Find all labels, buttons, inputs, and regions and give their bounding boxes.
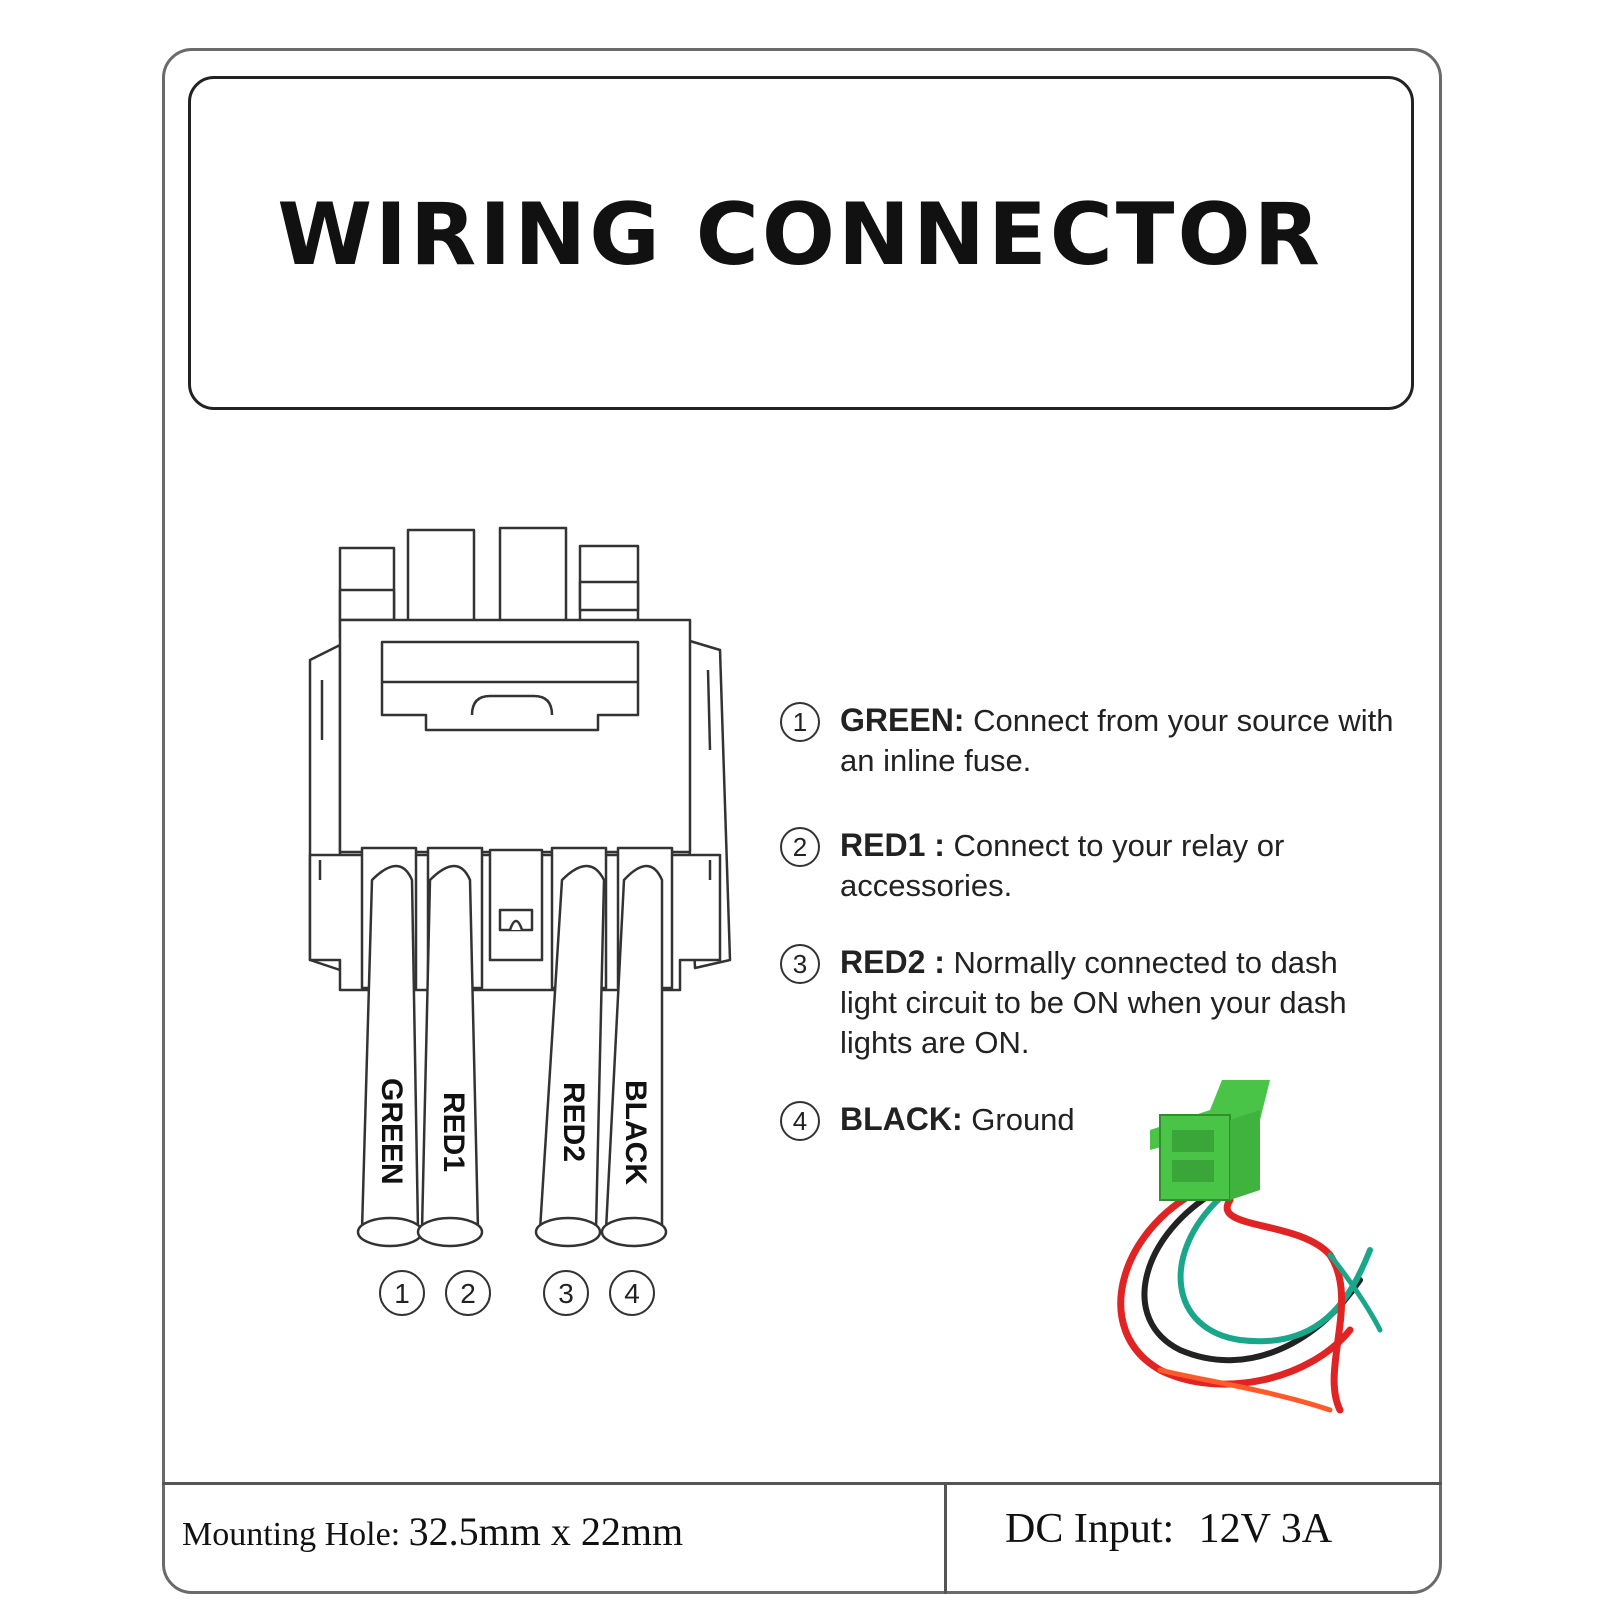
legend-name: RED1 :	[840, 827, 945, 863]
wire-label-red2: RED2	[557, 1082, 590, 1162]
wire-label-black: BLACK	[619, 1080, 652, 1185]
pin-number-1: 1	[394, 1278, 410, 1309]
wire-label-red1: RED1	[437, 1092, 470, 1172]
wire-harness-image	[1100, 1070, 1420, 1425]
legend-item-green: 1 GREEN: Connect from your source with a…	[780, 700, 1400, 781]
legend-name: RED2 :	[840, 944, 945, 980]
legend-text: Normally connected to dash light circuit…	[840, 945, 1347, 1060]
connector-diagram: GREEN RED1 RED2 BLACK 1 2 3 4	[300, 520, 760, 1375]
wire-legend: 1 GREEN: Connect from your source with a…	[780, 700, 1400, 1176]
dc-input-value: 12V 3A	[1198, 1506, 1333, 1552]
wire-label-green: GREEN	[375, 1078, 408, 1185]
legend-text: Connect from your source with an inline …	[840, 703, 1394, 778]
footer-column-divider	[944, 1482, 947, 1594]
footer-divider-line	[162, 1482, 1442, 1485]
title-box	[188, 76, 1414, 410]
legend-number: 3	[780, 944, 820, 984]
legend-number: 1	[780, 702, 820, 742]
legend-item-red1: 2 RED1 : Connect to your relay or access…	[780, 825, 1400, 906]
plug-icon	[1150, 1070, 1270, 1201]
wire-tubes	[356, 864, 668, 1248]
pin-number-2: 2	[460, 1278, 476, 1309]
dc-input-label: DC Input:	[1005, 1506, 1175, 1552]
dc-input-spec: DC Input: 12V 3A	[1005, 1505, 1332, 1553]
legend-item-red2: 3 RED2 : Normally connected to dash ligh…	[780, 942, 1400, 1063]
pin-number-3: 3	[558, 1278, 574, 1309]
mounting-hole-label: Mounting Hole:	[182, 1516, 401, 1553]
mounting-hole-spec: Mounting Hole: 32.5mm x 22mm	[182, 1508, 683, 1555]
legend-number: 2	[780, 827, 820, 867]
legend-name: BLACK:	[840, 1101, 963, 1137]
pin-number-4: 4	[624, 1278, 640, 1309]
outer-frame	[162, 48, 1442, 1594]
mounting-hole-value: 32.5mm x 22mm	[408, 1509, 684, 1554]
legend-number: 4	[780, 1101, 820, 1141]
legend-item-black: 4 BLACK: Ground	[780, 1099, 1400, 1141]
page-title: WIRING CONNECTOR	[277, 185, 1323, 285]
legend-name: GREEN:	[840, 702, 965, 738]
legend-text: Connect to your relay or accessories.	[840, 828, 1285, 903]
legend-text: Ground	[971, 1102, 1075, 1137]
